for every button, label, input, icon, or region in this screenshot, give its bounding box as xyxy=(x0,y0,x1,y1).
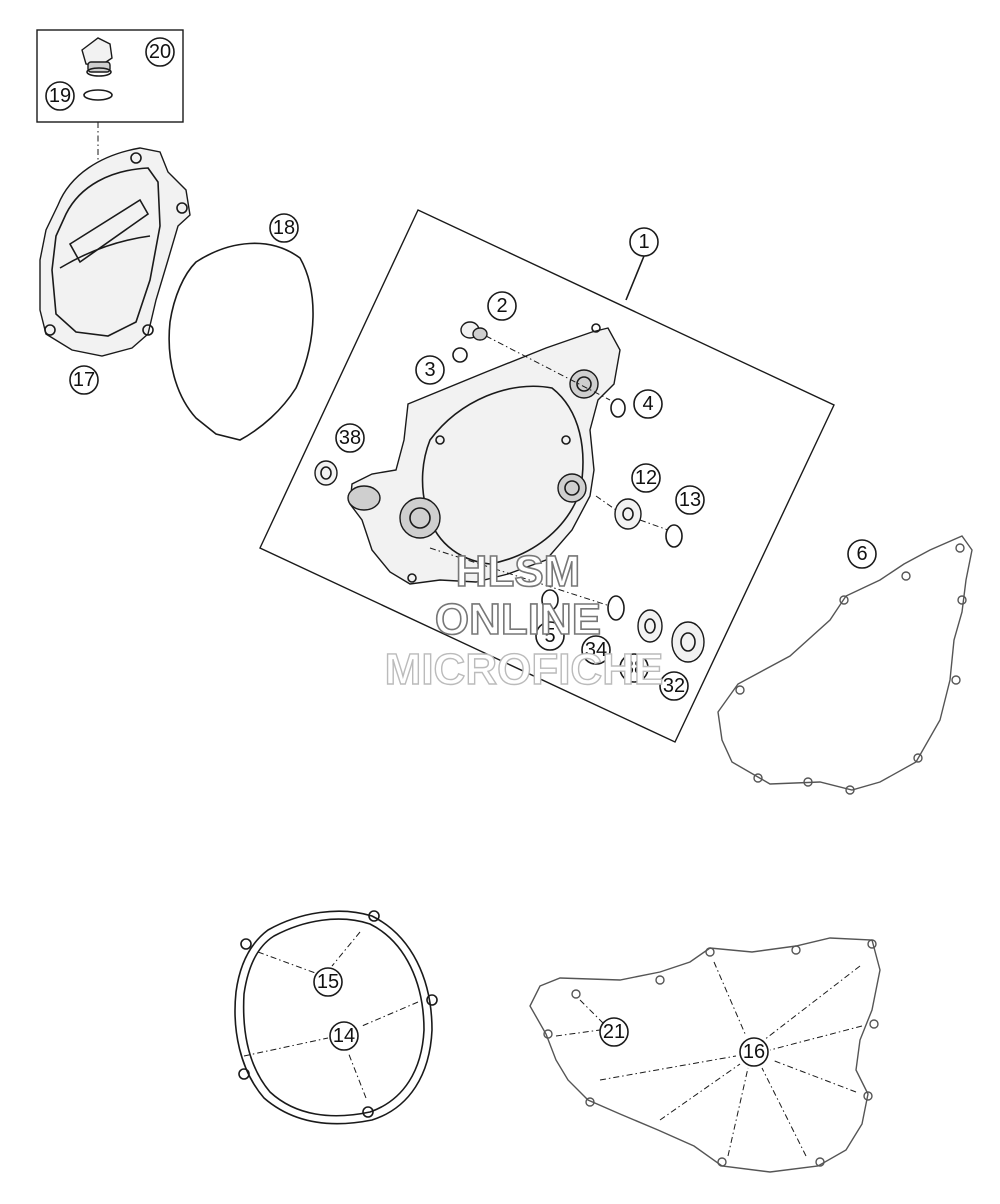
svg-text:20: 20 xyxy=(149,41,171,63)
svg-text:13: 13 xyxy=(679,489,701,511)
callout-15[interactable]: 15 xyxy=(313,967,343,997)
svg-text:5: 5 xyxy=(544,625,555,647)
svg-text:6: 6 xyxy=(856,543,867,565)
svg-text:17: 17 xyxy=(73,369,95,391)
watermark-line-1: HLSM xyxy=(456,547,581,596)
callout-13[interactable]: 13 xyxy=(675,485,705,515)
gasket-set-leaders-14-15 xyxy=(243,931,419,1099)
svg-text:32: 32 xyxy=(663,675,685,697)
watermark-line-2: ONLINE xyxy=(435,595,601,644)
oil-filler-plug[interactable] xyxy=(81,37,113,77)
circlip-4[interactable] xyxy=(610,398,626,418)
watermark: HLSM ONLINE MICROFICHE xyxy=(384,546,664,695)
outer-cover-gasket[interactable] xyxy=(717,535,973,795)
shaft-seal-38-left[interactable] xyxy=(314,460,338,486)
svg-text:14: 14 xyxy=(333,1025,355,1047)
callout-14[interactable]: 14 xyxy=(329,1021,359,1051)
svg-text:16: 16 xyxy=(743,1041,765,1063)
watermark-line-3: MICROFICHE xyxy=(385,645,664,694)
callout-1[interactable]: 1 xyxy=(625,227,659,301)
svg-text:4: 4 xyxy=(642,393,653,415)
circlip-13[interactable] xyxy=(665,524,683,548)
bearing-12[interactable] xyxy=(614,498,642,530)
o-ring-3[interactable] xyxy=(452,347,468,363)
callout-16[interactable]: 16 xyxy=(739,1037,769,1067)
callout-6[interactable]: 6 xyxy=(847,539,877,569)
svg-text:38: 38 xyxy=(623,657,645,679)
gasket-set-leaders-16-21 xyxy=(555,961,863,1157)
svg-text:1: 1 xyxy=(638,231,649,253)
circlip-34[interactable] xyxy=(607,595,625,621)
svg-text:12: 12 xyxy=(635,467,657,489)
svg-text:3: 3 xyxy=(424,359,435,381)
svg-text:18: 18 xyxy=(273,217,295,239)
callout-20[interactable]: 20 xyxy=(145,37,175,67)
callout-21[interactable]: 21 xyxy=(599,1017,629,1047)
callout-38-left[interactable]: 38 xyxy=(335,423,365,453)
oil-plug-inset-box xyxy=(36,29,184,123)
clutch-cover-gasket[interactable] xyxy=(168,242,314,441)
callout-5[interactable]: 5 xyxy=(535,621,565,651)
callout-2[interactable]: 2 xyxy=(487,291,517,321)
bearing-32[interactable] xyxy=(671,621,705,663)
clutch-cover-assembly-box xyxy=(259,209,835,743)
assembly-leaders xyxy=(429,335,669,607)
callout-17[interactable]: 17 xyxy=(69,365,99,395)
screw-plug-2[interactable] xyxy=(460,321,488,341)
svg-text:21: 21 xyxy=(603,1021,625,1043)
callout-19[interactable]: 19 xyxy=(45,81,75,111)
callout-12[interactable]: 12 xyxy=(631,463,661,493)
callout-4[interactable]: 4 xyxy=(633,389,663,419)
callout-34[interactable]: 34 xyxy=(581,635,611,665)
outer-gasket-set[interactable] xyxy=(529,937,881,1173)
callout-32[interactable]: 32 xyxy=(659,671,689,701)
clutch-cover[interactable] xyxy=(39,147,191,357)
svg-text:19: 19 xyxy=(49,85,71,107)
svg-text:38: 38 xyxy=(339,427,361,449)
clutch-gasket-set[interactable] xyxy=(234,910,438,1125)
callout-38-right[interactable]: 38 xyxy=(619,653,649,683)
svg-text:34: 34 xyxy=(585,639,607,661)
o-ring-19[interactable] xyxy=(83,89,113,101)
callout-18[interactable]: 18 xyxy=(269,213,299,243)
inner-clutch-cover[interactable] xyxy=(347,323,621,585)
svg-text:15: 15 xyxy=(317,971,339,993)
shaft-seal-38-right[interactable] xyxy=(637,609,663,643)
callout-3[interactable]: 3 xyxy=(415,355,445,385)
svg-text:2: 2 xyxy=(496,295,507,317)
o-ring-5[interactable] xyxy=(541,589,559,611)
